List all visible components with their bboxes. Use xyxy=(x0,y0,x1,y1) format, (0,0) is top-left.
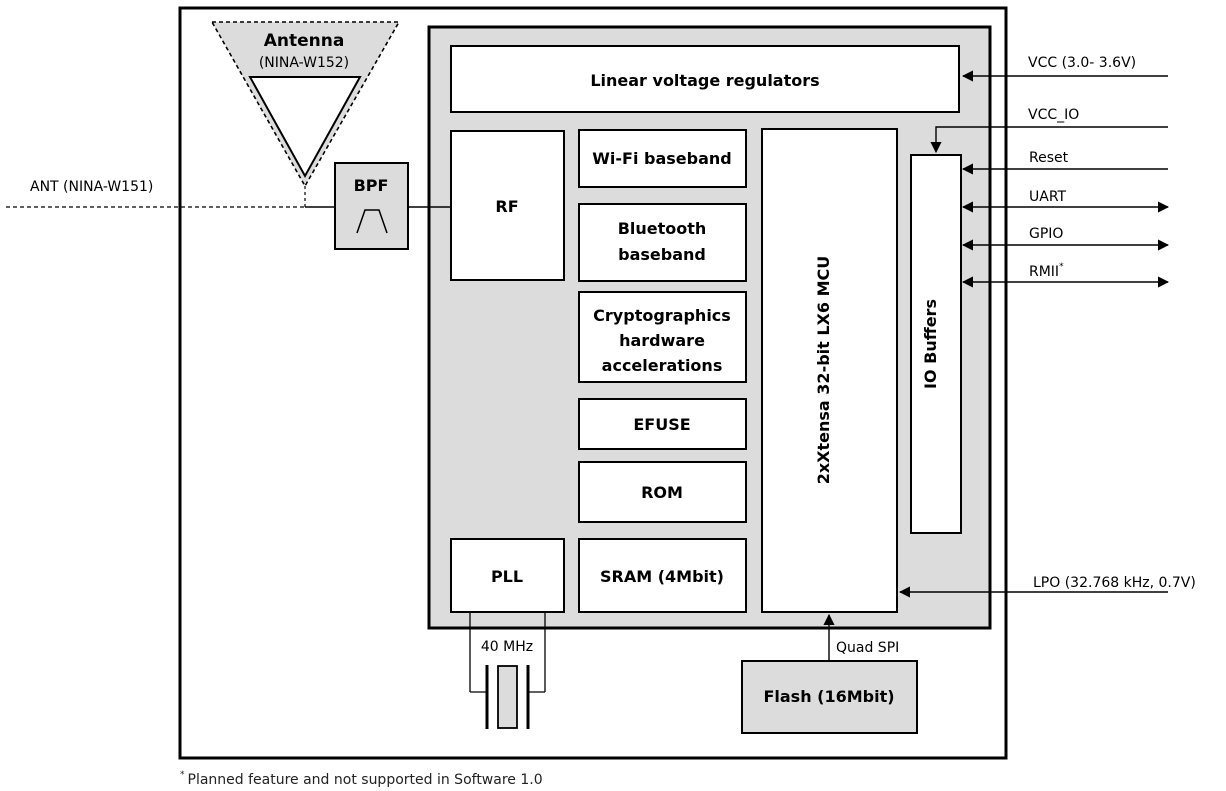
crypto-label-3: accelerations xyxy=(602,356,723,375)
footnote: *Planned feature and not supported in So… xyxy=(180,770,543,788)
pll-block xyxy=(450,538,565,613)
crystal-frequency-label: 40 MHz xyxy=(481,639,533,655)
mcu-block xyxy=(761,128,898,613)
bluetooth-label-1: Bluetooth xyxy=(618,219,707,238)
regulators-block xyxy=(450,45,960,113)
bluetooth-block xyxy=(578,203,747,282)
efuse-block xyxy=(578,398,747,450)
antenna-subtitle: (NINA-W152) xyxy=(259,55,349,71)
io-buffers-label: IO Buffers xyxy=(921,299,940,389)
gpio-label: GPIO xyxy=(1029,226,1063,242)
vcc-io-label: VCC_IO xyxy=(1028,107,1079,123)
sram-label: SRAM (4Mbit) xyxy=(600,567,724,586)
crystal-block: 40 MHz xyxy=(469,612,546,729)
crystal-icon xyxy=(497,665,518,729)
bpf-block: BPF xyxy=(334,162,409,250)
antenna-block: Antenna (NINA-W152) xyxy=(210,21,401,188)
quad-spi-label: Quad SPI xyxy=(836,640,899,656)
vcc-label: VCC (3.0- 3.6V) xyxy=(1028,55,1136,71)
ant-label: ANT (NINA-W151) xyxy=(30,179,153,195)
mcu-label: 2xXtensa 32-bit LX6 MCU xyxy=(814,256,833,485)
wifi-block xyxy=(578,129,747,188)
bpf-label: BPF xyxy=(354,176,389,195)
crypto-label-1: Cryptographics xyxy=(593,306,731,325)
crypto-block xyxy=(578,291,747,383)
io-buffers-block xyxy=(910,154,962,534)
pll-label: PLL xyxy=(491,567,523,586)
uart-label: UART xyxy=(1029,189,1067,205)
rom-block xyxy=(578,461,747,523)
bluetooth-label-2: baseband xyxy=(618,245,706,264)
lpo-label: LPO (32.768 kHz, 0.7V) xyxy=(1033,575,1196,591)
rom-label: ROM xyxy=(641,483,683,502)
flash-label: Flash (16Mbit) xyxy=(763,687,894,706)
sram-block xyxy=(578,538,747,613)
rmii-label: RMII* xyxy=(1029,262,1064,280)
antenna-title: Antenna xyxy=(264,31,345,51)
rf-label: RF xyxy=(495,197,518,216)
crypto-label-2: hardware xyxy=(619,331,705,350)
flash-block xyxy=(741,660,918,734)
bandpass-filter-icon xyxy=(356,209,388,234)
rf-block xyxy=(450,130,565,281)
reset-label: Reset xyxy=(1029,150,1069,166)
efuse-label: EFUSE xyxy=(633,415,690,434)
wifi-label: Wi-Fi baseband xyxy=(592,149,731,168)
regulators-label: Linear voltage regulators xyxy=(590,71,819,90)
vcc-io-line xyxy=(930,126,1168,154)
